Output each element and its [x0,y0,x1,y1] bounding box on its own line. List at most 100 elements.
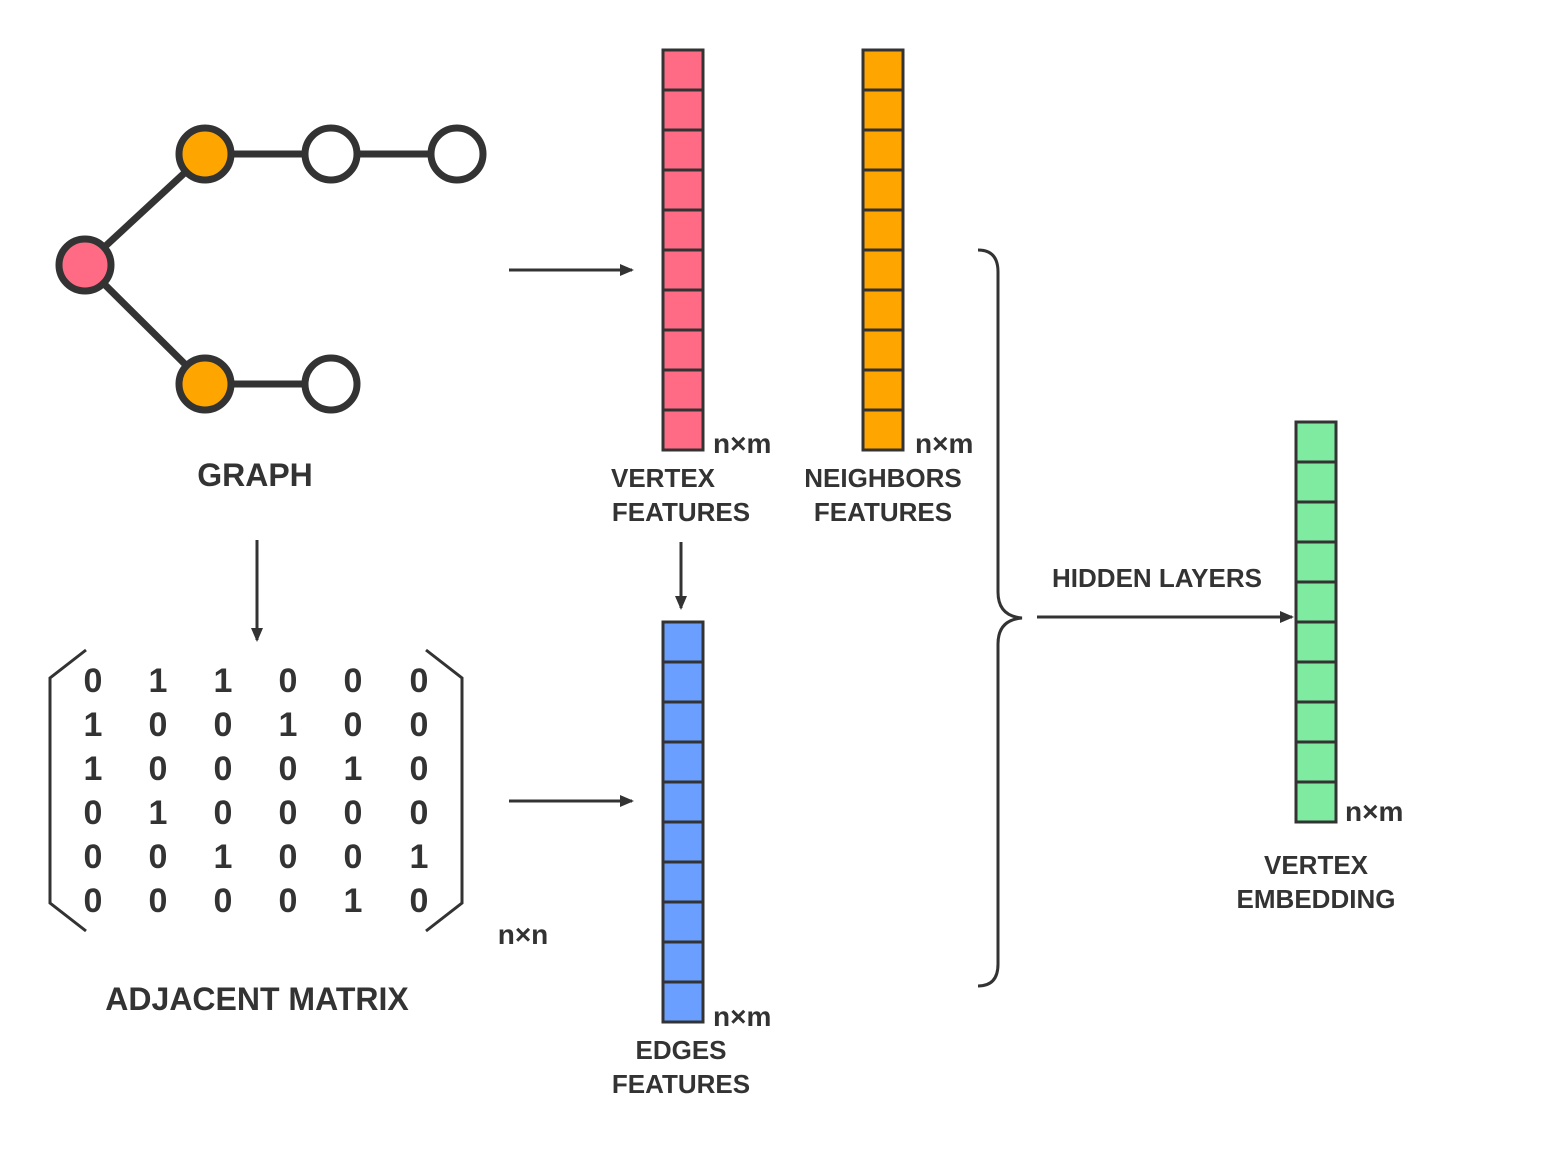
vector-cell [861,328,905,372]
vertex-embedding-label-line2: EMBEDDING [1237,884,1396,914]
edges-features-dimension: n×m [713,1001,771,1032]
vector-cell [1294,620,1338,664]
vector-cell [861,48,905,92]
matrix-cell: 0 [410,750,429,788]
neighbors-features-vector [861,48,905,452]
neighbors-features-label-line2: FEATURES [814,497,952,527]
vector-cell [1294,740,1338,784]
vertex-embedding-dimension: n×m [1345,796,1403,827]
matrix-dimension: n×n [498,919,549,950]
matrix-cell: 0 [279,750,298,788]
vector-cell [661,980,705,1024]
vector-cell [1294,780,1338,824]
adjacent-matrix-label: ADJACENT MATRIX [105,981,409,1017]
graph-node [301,354,361,414]
edges-features-vector [661,620,705,1024]
matrix-cell: 0 [149,838,168,876]
matrix-cell: 0 [410,882,429,920]
vertex-embedding-vector [1294,420,1338,824]
matrix-cell: 1 [149,662,168,700]
matrix-cell: 0 [149,706,168,744]
matrix-cell: 1 [410,838,429,876]
vector-cell [661,900,705,944]
vector-cell [861,168,905,212]
neighbors-features-dimension: n×m [915,428,973,459]
vector-cell [661,128,705,172]
graph-node-neighbor [175,354,235,414]
matrix-cell: 0 [410,794,429,832]
matrix-cell: 0 [214,750,233,788]
vertex-features-vector [661,48,705,452]
matrix-cell: 0 [84,794,103,832]
vector-cell [661,620,705,664]
vector-cell [861,408,905,452]
vector-cell [661,660,705,704]
vector-cell [661,408,705,452]
edges-features-label-line2: FEATURES [612,1069,750,1099]
matrix-cell: 0 [84,882,103,920]
matrix-cell: 0 [279,662,298,700]
vector-cell [661,208,705,252]
vector-cell [861,208,905,252]
vector-cell [1294,460,1338,504]
matrix-cell: 0 [214,794,233,832]
vector-cell [661,820,705,864]
vector-cell [661,780,705,824]
vector-cell [1294,660,1338,704]
vertex-embedding-label-line1: VERTEX [1264,850,1369,880]
matrix-cell: 0 [410,662,429,700]
vector-cell [661,940,705,984]
matrix-cell: 0 [344,662,363,700]
matrix-right-bracket [425,648,464,933]
matrix-cell: 1 [84,706,103,744]
vector-cell [661,88,705,132]
vector-cell [861,248,905,292]
vector-cell [661,288,705,332]
hidden-layers-label: HIDDEN LAYERS [1052,563,1262,593]
matrix-cell: 1 [279,706,298,744]
vector-cell [1294,700,1338,744]
vertex-features-label-line2: FEATURES [612,497,750,527]
vector-cell [661,700,705,744]
matrix-cell: 1 [84,750,103,788]
matrix-cell: 0 [344,706,363,744]
matrix-cell: 0 [279,838,298,876]
vector-cell [861,368,905,412]
grouping-brace [977,248,1023,988]
vector-cell [1294,580,1338,624]
matrix-cell: 0 [279,794,298,832]
matrix-cell: 1 [214,838,233,876]
matrix-cell: 0 [84,662,103,700]
matrix-cell: 0 [84,838,103,876]
matrix-cell: 0 [344,838,363,876]
vector-cell [861,288,905,332]
matrix-left-bracket [48,648,87,933]
vector-cell [1294,420,1338,464]
matrix-cell: 1 [344,882,363,920]
matrix-cell: 0 [214,706,233,744]
vector-cell [661,168,705,212]
vector-cell [661,368,705,412]
edges-features-label-line1: EDGES [635,1035,726,1065]
matrix-cell: 1 [344,750,363,788]
vertex-features-dimension: n×m [713,428,771,459]
matrix-cell: 0 [279,882,298,920]
vector-cell [661,740,705,784]
vector-cell [661,248,705,292]
vector-cell [661,860,705,904]
matrix-cell: 1 [214,662,233,700]
graph-node [301,124,361,184]
matrix-cell: 0 [214,882,233,920]
matrix-cell: 1 [149,794,168,832]
graph [55,124,487,414]
graph-node-vertex [55,235,115,295]
vector-cell [861,128,905,172]
graph-label: GRAPH [197,457,313,493]
graph-node-neighbor [175,124,235,184]
matrix-cell: 0 [344,794,363,832]
matrix-brackets [48,648,464,933]
vector-cell [661,48,705,92]
vector-cell [1294,540,1338,584]
